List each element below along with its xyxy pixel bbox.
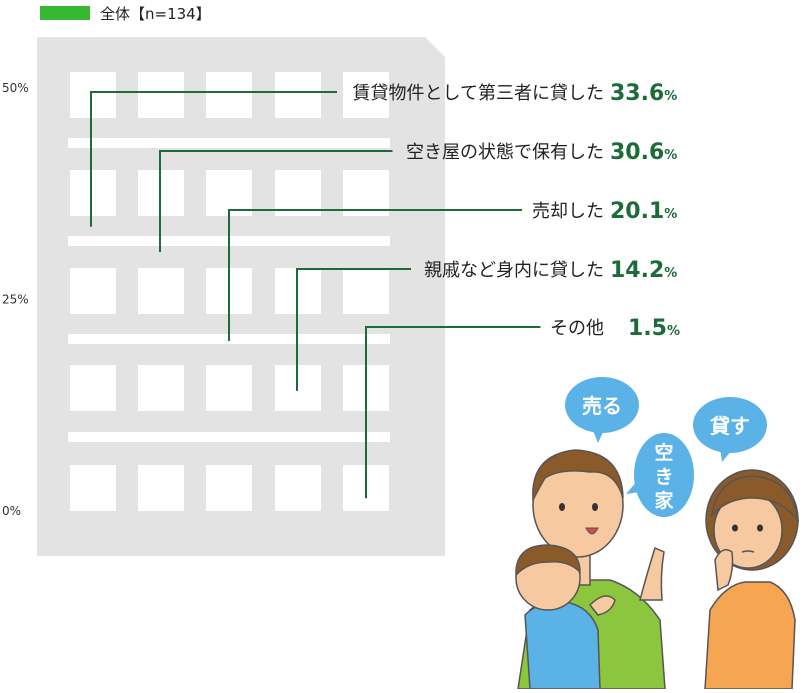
bubble-vacant-char-3: 家 bbox=[654, 489, 674, 512]
legend-swatch bbox=[40, 6, 90, 20]
building-window bbox=[138, 268, 184, 314]
building-window bbox=[275, 465, 321, 511]
building-window bbox=[206, 465, 252, 511]
leader-line bbox=[228, 209, 522, 341]
building-window bbox=[206, 365, 252, 411]
building-window bbox=[206, 72, 252, 118]
building-window bbox=[275, 170, 321, 216]
value-unit: % bbox=[664, 148, 677, 163]
building-window bbox=[70, 465, 116, 511]
building-window bbox=[70, 268, 116, 314]
bubble-sell-shape bbox=[565, 377, 639, 433]
building-window bbox=[138, 365, 184, 411]
value-label: 33.6% bbox=[610, 81, 677, 106]
value-unit: % bbox=[664, 89, 677, 104]
building-window bbox=[70, 170, 116, 216]
building-window bbox=[275, 72, 321, 118]
bubble-lend-shape bbox=[693, 397, 767, 453]
building-window bbox=[138, 465, 184, 511]
bubble-sell-tail bbox=[592, 428, 604, 443]
building-window bbox=[70, 365, 116, 411]
building-window bbox=[138, 72, 184, 118]
y-tick-label: 0% bbox=[2, 504, 21, 518]
category-label: 親戚など身内に貸した bbox=[424, 260, 604, 281]
building-window bbox=[343, 170, 389, 216]
category-label: 空き屋の状態で保有した bbox=[406, 142, 604, 163]
bubble-lend-text: 貸す bbox=[709, 414, 750, 438]
value-label: 14.2% bbox=[610, 258, 677, 283]
mother-figure bbox=[704, 469, 800, 690]
bubble-vacant-shape bbox=[634, 433, 694, 517]
legend-label: 全体【n=134】 bbox=[100, 5, 211, 23]
building-window bbox=[70, 72, 116, 118]
bubble-lend: 貸す bbox=[693, 397, 767, 462]
chart-marks: 賃貸物件として第三者に貸した 33.6% 空き屋の状態で保有した 30.6% 売却した 2… bbox=[90, 81, 680, 499]
value-unit: % bbox=[667, 324, 680, 339]
bubble-sell: 売る bbox=[565, 377, 639, 443]
category-label: その他 bbox=[550, 318, 604, 339]
leader-line bbox=[90, 91, 337, 227]
bubble-vacant-char-1: 空 bbox=[654, 441, 673, 464]
y-tick-label: 50% bbox=[2, 81, 29, 95]
legend: 全体【n=134】 bbox=[40, 5, 211, 23]
bubble-vacant-char-2: き bbox=[654, 466, 673, 488]
bubble-lend-tail bbox=[720, 448, 732, 462]
child-figure bbox=[515, 544, 616, 690]
building-window bbox=[206, 170, 252, 216]
value-label: 20.1% bbox=[610, 199, 677, 224]
building-window bbox=[343, 268, 389, 314]
building-ledge bbox=[68, 432, 390, 442]
bubble-sell-text: 売る bbox=[582, 394, 622, 418]
building-silhouette bbox=[37, 37, 445, 556]
value-unit: % bbox=[664, 207, 677, 222]
y-tick-label: 25% bbox=[2, 293, 29, 307]
building-window bbox=[343, 72, 389, 118]
leader-line bbox=[159, 150, 393, 253]
category-label: 賃貸物件として第三者に貸した bbox=[353, 83, 604, 104]
leader-line bbox=[296, 268, 411, 391]
value-label: 30.6% bbox=[610, 140, 677, 165]
bubble-vacant-tail bbox=[626, 480, 640, 494]
value-unit: % bbox=[664, 266, 677, 281]
building-ledge bbox=[68, 138, 390, 148]
bubble-vacant: 空 き 家 bbox=[626, 433, 694, 517]
y-axis-ticks: 0% 25% 50% bbox=[2, 81, 29, 518]
value-label: 1.5% bbox=[628, 316, 680, 341]
family-illustration: 売る 空 き 家 貸す bbox=[515, 377, 800, 690]
category-label: 売却した bbox=[532, 201, 604, 222]
leader-line bbox=[365, 326, 541, 499]
